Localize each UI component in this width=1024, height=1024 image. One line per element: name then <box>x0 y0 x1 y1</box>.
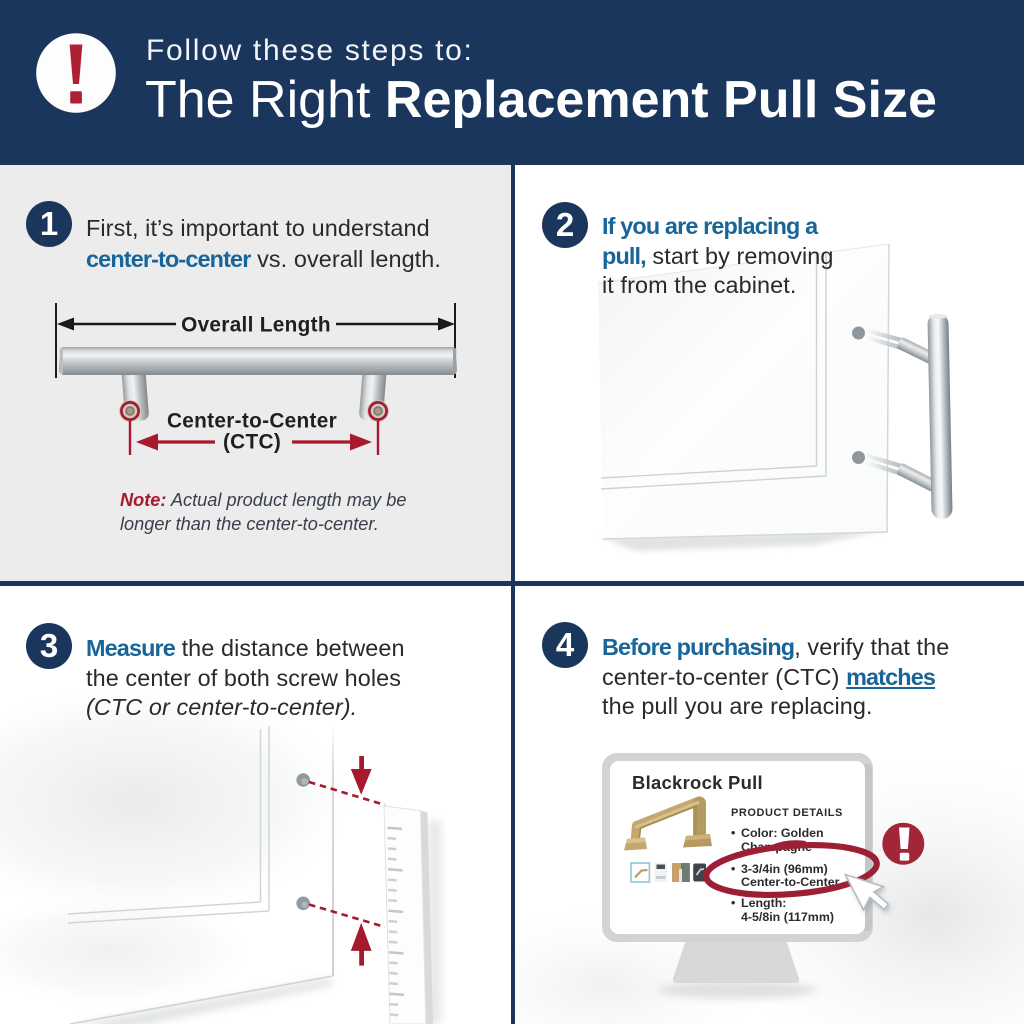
svg-text:Center-to-Center: Center-to-Center <box>167 410 337 433</box>
svg-text:Overall Length: Overall Length <box>181 314 331 337</box>
svg-text:Center-to-Center: Center-to-Center <box>741 875 840 889</box>
svg-text:(CTC): (CTC) <box>223 431 281 454</box>
svg-text:•: • <box>731 896 735 910</box>
svg-text:PRODUCT DETAILS: PRODUCT DETAILS <box>731 807 843 819</box>
svg-text:•: • <box>731 826 735 840</box>
svg-text:3-3/4in (96mm): 3-3/4in (96mm) <box>741 862 828 876</box>
svg-text:Blackrock Pull: Blackrock Pull <box>632 772 763 793</box>
svg-text:4-5/8in (117mm): 4-5/8in (117mm) <box>741 910 834 924</box>
svg-text:Color: Golden: Color: Golden <box>741 826 824 840</box>
svg-text:Length:: Length: <box>741 896 786 910</box>
svg-text:•: • <box>731 862 735 876</box>
